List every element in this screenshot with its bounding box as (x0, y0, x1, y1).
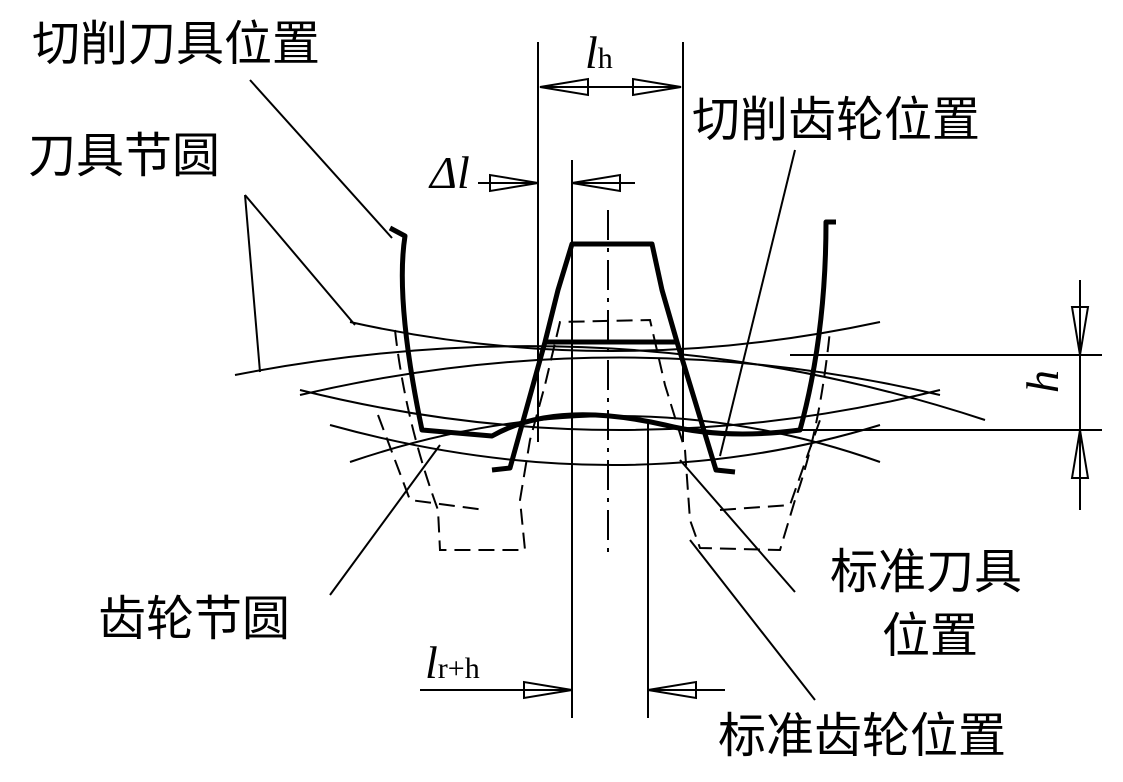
symbol-lh: lh (585, 27, 613, 78)
leader-lines (244, 79, 816, 701)
label-cutting-gear-position: 切削齿轮位置 (692, 92, 981, 148)
symbol-lh-subscript: h (597, 42, 613, 75)
dimension-arrow-lh (539, 77, 682, 97)
label-standard-tool-position-line2: 位置 (882, 608, 979, 664)
label-tool-pitch-circle: 刀具节圆 (28, 128, 221, 184)
symbol-lrh-subscript: r+h (437, 652, 480, 685)
symbol-h: h (1017, 370, 1068, 393)
label-standard-tool-position-line1: 标准刀具 (830, 544, 1023, 600)
label-standard-gear-position: 标准齿轮位置 (718, 708, 1007, 764)
dimension-arrow-lrh (420, 680, 725, 700)
cutting-tool-outline (388, 219, 836, 439)
dimension-arrow-delta-l (478, 173, 635, 193)
dimension-arrow-h (790, 280, 1102, 510)
label-gear-pitch-circle: 齿轮节圆 (98, 591, 291, 647)
standard-positions-dashed (377, 318, 831, 552)
label-cutting-tool-position: 切削刀具位置 (32, 16, 321, 72)
symbol-lrh: lr+h (425, 637, 480, 688)
reference-lines (537, 42, 684, 718)
symbol-delta-l: Δl (430, 147, 470, 198)
